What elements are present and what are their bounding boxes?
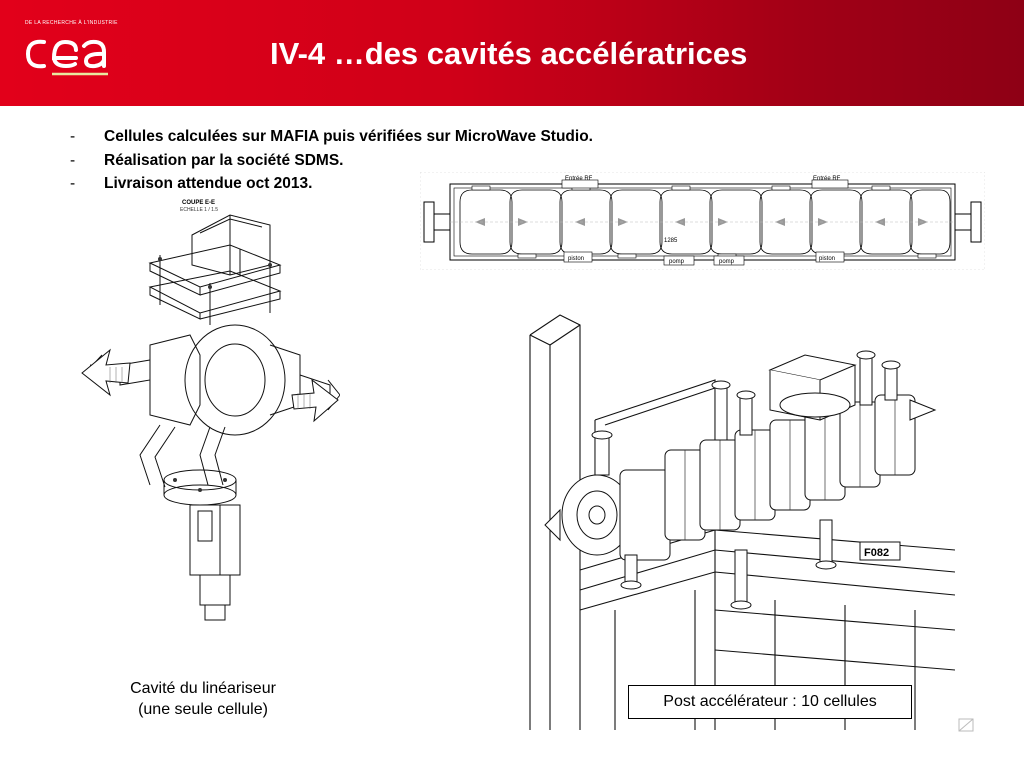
rf-input-label: Entrée RF <box>565 176 593 182</box>
corner-fold-shape <box>958 718 974 732</box>
header-banner: DE LA RECHERCHE À L'INDUSTRIE IV-4 …des … <box>0 0 1024 106</box>
cea-logo <box>22 28 112 83</box>
bullet-text: Livraison attendue oct 2013. <box>104 175 313 192</box>
bullet-item: - Réalisation par la société SDMS. <box>70 149 593 173</box>
post-accelerator-drawing: F082 <box>515 310 956 730</box>
cavity-schematic-drawing: Entrée RF Entrée RF 1285 piston piston p… <box>419 171 986 271</box>
pump-label: pomp <box>719 259 735 265</box>
bullet-dash: - <box>70 128 76 145</box>
bullet-text: Réalisation par la société SDMS. <box>104 151 344 169</box>
linearizer-cavity-drawing: COUPE E-E ECHELLE 1 / 1.5 <box>80 195 341 635</box>
bullet-item: - Cellules calculées sur MAFIA puis vérif… <box>70 125 593 149</box>
rf-input-label: Entrée RF <box>813 176 841 182</box>
length-dimension: 1285 <box>664 238 678 244</box>
section-title: COUPE E-E <box>182 200 215 206</box>
bullet-dash: - <box>70 175 76 192</box>
corner-fold-icon <box>957 717 977 738</box>
linearizer-caption: Cavité du linéariseur (une seule cellule… <box>100 678 306 720</box>
slide-title: IV-4 …des cavités accélératrices <box>270 36 748 71</box>
part-tag: F082 <box>859 541 901 561</box>
bullet-dash: - <box>70 151 76 169</box>
cea-logo-icon <box>25 39 108 76</box>
pump-label: pomp <box>669 259 685 265</box>
bullet-text: Cellules calculées sur MAFIA puis vérifi… <box>104 128 593 145</box>
section-scale: ECHELLE 1 / 1.5 <box>180 207 218 213</box>
logo-tagline: DE LA RECHERCHE À L'INDUSTRIE <box>25 20 118 26</box>
post-accelerator-caption-box: Post accélérateur : 10 cellules <box>628 685 912 719</box>
piston-label: piston <box>819 256 835 262</box>
part-tag-text: F082 <box>864 547 889 559</box>
bullet-item: - Livraison attendue oct 2013. <box>70 172 593 196</box>
post-accelerator-caption: Post accélérateur : 10 cellules <box>663 693 877 710</box>
piston-label: piston <box>568 256 584 262</box>
linearizer-cavity-illustration: COUPE E-E ECHELLE 1 / 1.5 <box>81 200 341 621</box>
cavity-schematic: Entrée RF Entrée RF 1285 piston piston p… <box>419 171 986 271</box>
linearizer-caption-line2: (une seule cellule) <box>138 701 268 718</box>
post-accelerator-illustration: F082 <box>529 314 956 730</box>
bullet-list: - Cellules calculées sur MAFIA puis vérif… <box>70 125 593 196</box>
linearizer-caption-line1: Cavité du linéariseur <box>130 680 276 697</box>
